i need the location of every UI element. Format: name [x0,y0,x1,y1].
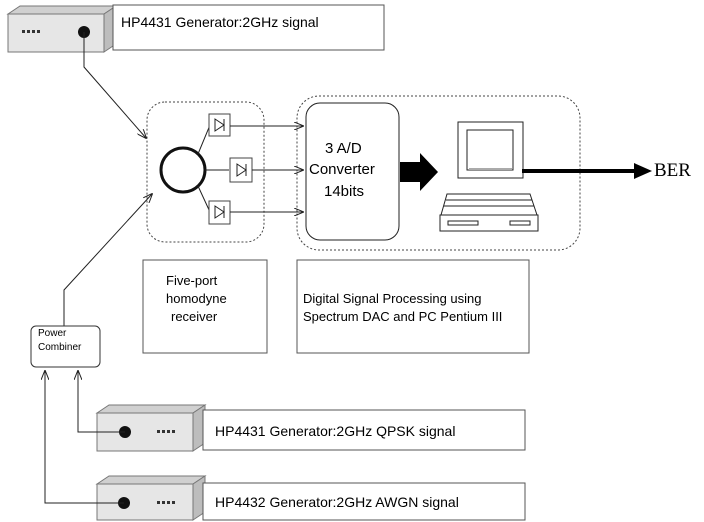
pc-icon [439,121,539,232]
receiver-label-line3: receiver [171,309,218,324]
generator-top [6,5,118,53]
adc-label-line3: 14bits [324,183,365,200]
adc-label-line2: Converter [309,161,375,178]
combiner-to-receiver [63,194,152,327]
receiver-label-box [142,259,268,354]
receiver-enclosure [146,101,265,243]
dsp-label-line2: Spectrum DAC and PC Pentium III [303,309,503,324]
signal-top-to-receiver [83,32,146,138]
dsp-label-line1: Digital Signal Processing using [303,291,482,306]
dsp-label-box [296,259,530,354]
pc-to-ber-arrowhead [634,163,652,179]
gen-qpsk-label: HP4431 Generator:2GHz QPSK signal [215,423,456,439]
receiver-label-line1: Five-port [166,273,218,288]
five-port-junction [159,146,207,194]
generator-awgn [95,475,207,521]
combiner-label-line1: Power [38,328,67,339]
awgn-to-combiner [45,371,124,504]
ber-output-label: BER [654,160,691,181]
adc-label-line1: 3 A/D [325,140,362,157]
detector-2 [229,157,253,183]
qpsk-to-combiner [78,371,125,433]
gen-awgn-label-box [202,482,526,521]
power-combiner [30,325,101,368]
combiner-label-line2: Combiner [38,342,82,353]
adc-block [305,102,400,241]
detector-1 [208,113,231,137]
receiver-label-line2: homodyne [166,291,227,306]
generator-qpsk [95,404,207,452]
gen-top-label-box [112,4,385,51]
gen-top-label: HP4431 Generator:2GHz signal [121,14,319,30]
adc-to-pc-arrow [400,153,438,191]
gen-qpsk-label-box [202,409,526,451]
detector-3 [208,200,231,225]
gen-awgn-label: HP4432 Generator:2GHz AWGN signal [215,494,459,510]
